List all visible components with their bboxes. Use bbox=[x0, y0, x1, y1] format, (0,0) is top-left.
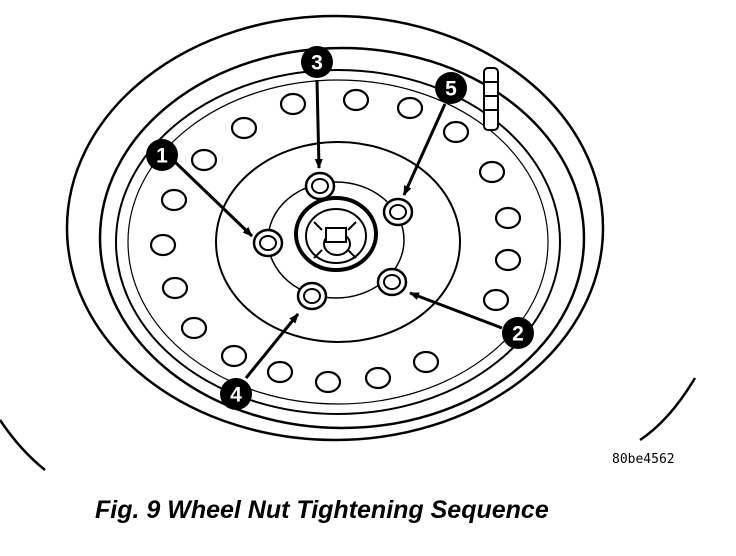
callout-3: 3 bbox=[301, 46, 333, 78]
arrow-3 bbox=[314, 79, 323, 169]
arrow-1 bbox=[173, 160, 254, 238]
callout-1: 1 bbox=[146, 139, 178, 171]
lug-nut-5 bbox=[382, 197, 414, 227]
callout-4: 4 bbox=[220, 378, 252, 410]
callout-5-number: 5 bbox=[445, 78, 457, 101]
figure-caption: Fig. 9 Wheel Nut Tightening Sequence bbox=[95, 496, 549, 524]
center-hub bbox=[294, 196, 378, 272]
tire-outline bbox=[0, 14, 697, 471]
leader-arrows bbox=[173, 79, 503, 379]
valve-stem bbox=[483, 67, 499, 131]
callout-3-number: 3 bbox=[311, 52, 323, 75]
callout-2-number: 2 bbox=[512, 323, 524, 346]
callout-1-number: 1 bbox=[156, 145, 168, 168]
arrow-5 bbox=[402, 103, 447, 196]
lug-nut-1 bbox=[252, 228, 284, 258]
arrow-4 bbox=[244, 313, 300, 379]
wheel-diagram: 1 2 3 4 5 bbox=[0, 14, 697, 471]
wheel-rim bbox=[115, 69, 561, 415]
arrow-2 bbox=[409, 291, 503, 330]
callout-5: 5 bbox=[435, 72, 467, 104]
lug-nut-4 bbox=[296, 281, 328, 311]
callout-2: 2 bbox=[502, 317, 534, 349]
figure-code: 80be4562 bbox=[612, 452, 675, 467]
callout-4-number: 4 bbox=[230, 384, 242, 407]
lug-nut-2 bbox=[376, 267, 408, 297]
rim-vent-holes bbox=[149, 88, 522, 394]
lug-nut-3 bbox=[304, 171, 336, 201]
